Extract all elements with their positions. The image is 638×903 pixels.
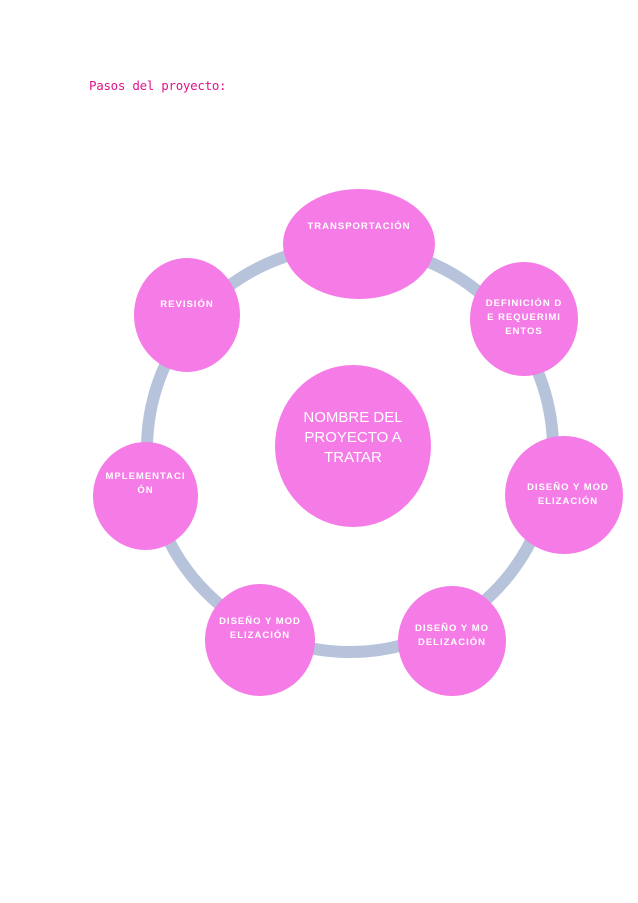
step-node-revision: REVISIÓN [134, 258, 240, 372]
step-node-diseno-modelizacion-1: DISEÑO Y MODELIZACIÓN [505, 436, 623, 554]
page-heading: Pasos del proyecto: [89, 78, 227, 93]
step-label: TRANSPORTACIÓN [307, 221, 411, 232]
center-label: NOMBRE DEL PROYECTO A TRATAR [303, 409, 403, 466]
step-label: DISEÑO Y MODELIZACIÓN [527, 482, 609, 507]
step-node-diseno-modelizacion-2: DISEÑO Y MODELIZACIÓN [398, 586, 506, 696]
step-label: DISEÑO Y MODELIZACIÓN [415, 623, 489, 648]
step-node-transportacion: TRANSPORTACIÓN [283, 189, 435, 299]
step-label: MPLEMENTACIÓN [105, 471, 186, 496]
step-node-diseno-modelizacion-3: DISEÑO Y MODELIZACIÓN [205, 584, 315, 696]
step-label: REVISIÓN [160, 299, 214, 310]
step-label: DEFINICIÓN DE REQUERIMIENTOS [485, 298, 563, 337]
step-node-definicion-de-requerimientos: DEFINICIÓN DE REQUERIMIENTOS [470, 262, 578, 376]
step-label: DISEÑO Y MODELIZACIÓN [219, 616, 301, 641]
center-node-project-name: NOMBRE DEL PROYECTO A TRATAR [275, 365, 431, 527]
step-node-implementacion: MPLEMENTACIÓN [93, 442, 198, 550]
